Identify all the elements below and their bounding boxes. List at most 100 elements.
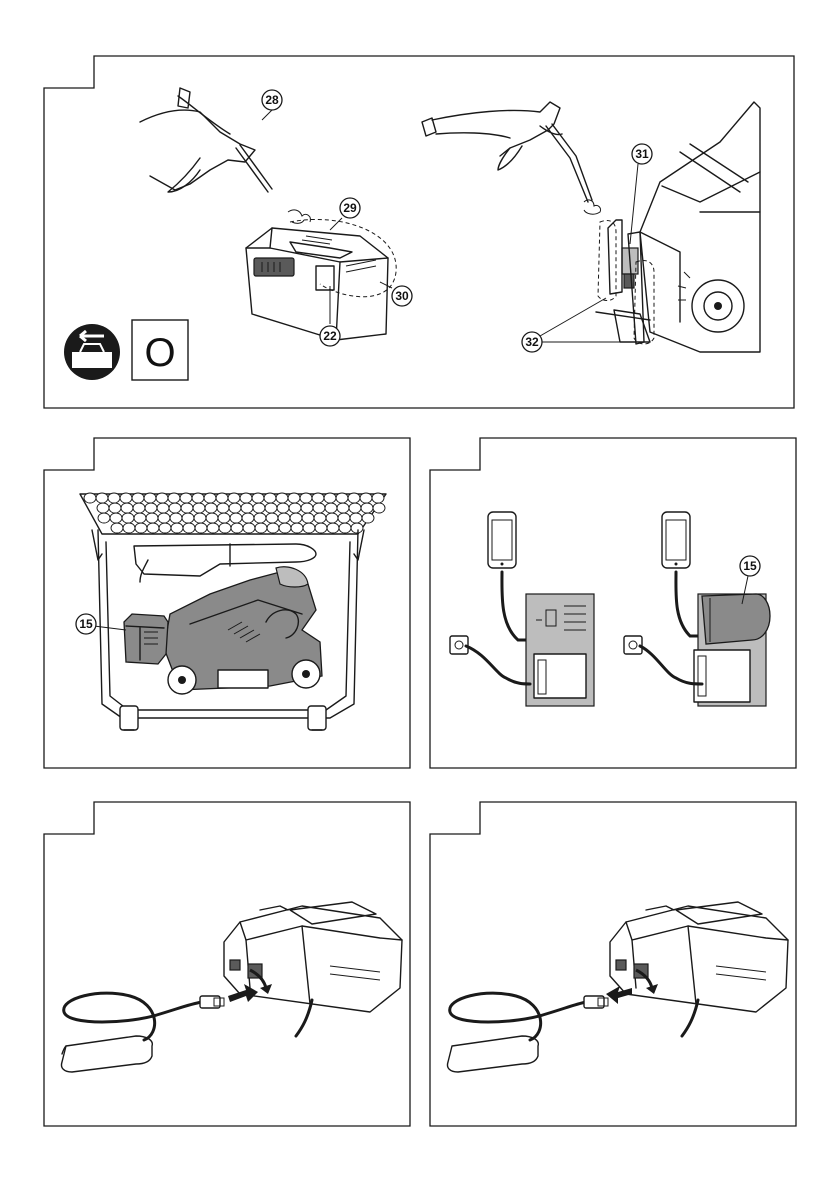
foam-bubble <box>291 523 303 533</box>
clean-toolbox-icon <box>64 324 120 380</box>
foam-bubble <box>146 513 158 523</box>
foam-bubble <box>361 503 373 513</box>
figure-usb-panel: 15 <box>426 434 800 772</box>
foam-bubble <box>195 523 207 533</box>
foam-bubble <box>303 523 315 533</box>
foam-bubble <box>110 513 122 523</box>
foam-bubble <box>279 523 291 533</box>
figure-connect-panel <box>40 798 414 1130</box>
foam-bubble <box>207 523 219 533</box>
foam-bubble <box>96 493 108 503</box>
foam-bubble <box>288 493 300 503</box>
foam-bubble <box>242 513 254 523</box>
foam-bubble <box>313 503 325 513</box>
foam-bubble <box>312 493 324 503</box>
foam-bubble <box>230 513 242 523</box>
foam-bubble <box>302 513 314 523</box>
foam-bubble <box>315 523 327 533</box>
foam-bubble <box>194 513 206 523</box>
foam-bubble <box>327 523 339 533</box>
foam-bubble <box>205 503 217 513</box>
foam-bubble <box>108 493 120 503</box>
foam-bubble <box>193 503 205 513</box>
foam-bubble <box>109 503 121 513</box>
svg-text:O: O <box>144 331 175 375</box>
foam-bubble <box>135 523 147 533</box>
svg-text:30: 30 <box>395 289 409 303</box>
foam-bubble <box>350 513 362 523</box>
foam-bubble <box>277 503 289 513</box>
foam-bubble <box>204 493 216 503</box>
svg-text:31: 31 <box>635 147 649 161</box>
foam-bubble <box>325 503 337 513</box>
foam-bubble <box>336 493 348 503</box>
svg-text:28: 28 <box>265 93 279 107</box>
figure-cleaning-panel: 28 29 30 22 O <box>40 52 800 414</box>
foam-bubble <box>168 493 180 503</box>
foam-bubble <box>290 513 302 523</box>
foam-bubble <box>180 493 192 503</box>
foam-bubble <box>314 513 326 523</box>
foam-bubble <box>373 503 385 513</box>
foam-bubble <box>144 493 156 503</box>
charger-left <box>526 594 594 706</box>
foam-bubble <box>265 503 277 513</box>
smartphone-right <box>662 512 690 568</box>
foam-bubble <box>156 493 168 503</box>
foam-bubble <box>216 493 228 503</box>
foam-bubble <box>348 493 360 503</box>
foam-bubble <box>349 503 361 513</box>
foam-bubble <box>289 503 301 513</box>
foam-bubble <box>183 523 195 533</box>
foam-bubble <box>252 493 264 503</box>
foam-bubble <box>338 513 350 523</box>
foam-bubble <box>264 493 276 503</box>
foam-bubble <box>132 493 144 503</box>
svg-text:15: 15 <box>79 617 93 631</box>
svg-text:15: 15 <box>743 559 757 573</box>
figure-disconnect-panel <box>426 798 800 1130</box>
foam-bubble <box>240 493 252 503</box>
usb-plug <box>200 996 224 1008</box>
svg-text:32: 32 <box>525 335 539 349</box>
foam-bubble <box>217 503 229 513</box>
foam-bubble <box>84 493 96 503</box>
foam-bubble <box>121 503 133 513</box>
foam-bubble <box>255 523 267 533</box>
foam-bubble <box>120 493 132 503</box>
foam-bubble <box>253 503 265 513</box>
foam-bubble <box>182 513 194 523</box>
foam-bubble <box>159 523 171 533</box>
svg-text:29: 29 <box>343 201 357 215</box>
foam-bubble <box>241 503 253 513</box>
foam-bubble <box>326 513 338 523</box>
foam-bubble <box>267 523 279 533</box>
foam-bubble <box>219 523 231 533</box>
foam-bubble <box>97 503 109 513</box>
foam-bubble <box>123 523 135 533</box>
foam-bubble <box>228 493 240 503</box>
foam-bubble <box>360 493 372 503</box>
smartphone-left <box>488 512 516 568</box>
foam-bubble <box>372 493 384 503</box>
foam-bubble <box>158 513 170 523</box>
foam-bubble <box>145 503 157 513</box>
foam-bubble <box>231 523 243 533</box>
symbol-o-box: O <box>132 320 188 380</box>
foam-bubble <box>181 503 193 513</box>
foam-bubble <box>111 523 123 533</box>
foam-bubble <box>266 513 278 523</box>
foam-bubble <box>243 523 255 533</box>
foam-bubble <box>147 523 159 533</box>
foam-bubble <box>157 503 169 513</box>
foam-bubble <box>254 513 266 523</box>
foam-bubble <box>301 503 313 513</box>
svg-text:22: 22 <box>323 329 337 343</box>
foam-bubble <box>218 513 230 523</box>
foam-bubble <box>362 513 374 523</box>
foam-bubble <box>170 513 182 523</box>
foam-bubble <box>300 493 312 503</box>
foam-bubble <box>169 503 181 513</box>
usb-plug <box>584 996 608 1008</box>
figure-case-panel: 15 <box>40 434 414 772</box>
